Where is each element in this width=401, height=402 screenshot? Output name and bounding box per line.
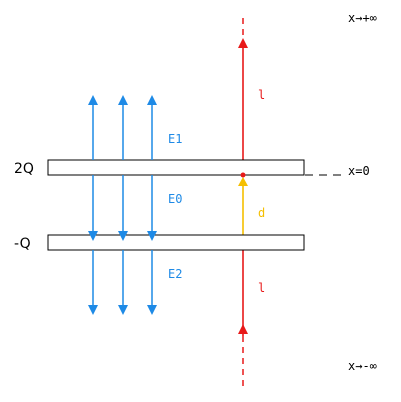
gap-arrow-icon xyxy=(238,177,248,186)
label-e2: E2 xyxy=(168,267,182,281)
field-arrows-e1 xyxy=(88,95,157,160)
label-e0: E0 xyxy=(168,192,182,206)
plate-bottom xyxy=(47,234,305,251)
label-l-top: l xyxy=(258,88,265,102)
label-charge-bottom: -Q xyxy=(14,236,31,252)
label-d: d xyxy=(258,206,265,220)
path-arrow-bottom-icon xyxy=(238,324,248,334)
label-l-bottom: l xyxy=(258,281,265,295)
label-x-zero: x=0 xyxy=(348,164,370,178)
origin-point xyxy=(240,172,246,178)
label-e1: E1 xyxy=(168,132,182,146)
plate-top xyxy=(47,159,305,176)
field-arrows-e2 xyxy=(88,250,157,315)
field-arrows-e0 xyxy=(88,175,157,241)
label-x-neg-inf: x→-∞ xyxy=(348,359,377,373)
path-arrow-top-icon xyxy=(238,38,248,48)
label-x-pos-inf: x→+∞ xyxy=(348,11,377,25)
label-charge-top: 2Q xyxy=(14,161,34,177)
